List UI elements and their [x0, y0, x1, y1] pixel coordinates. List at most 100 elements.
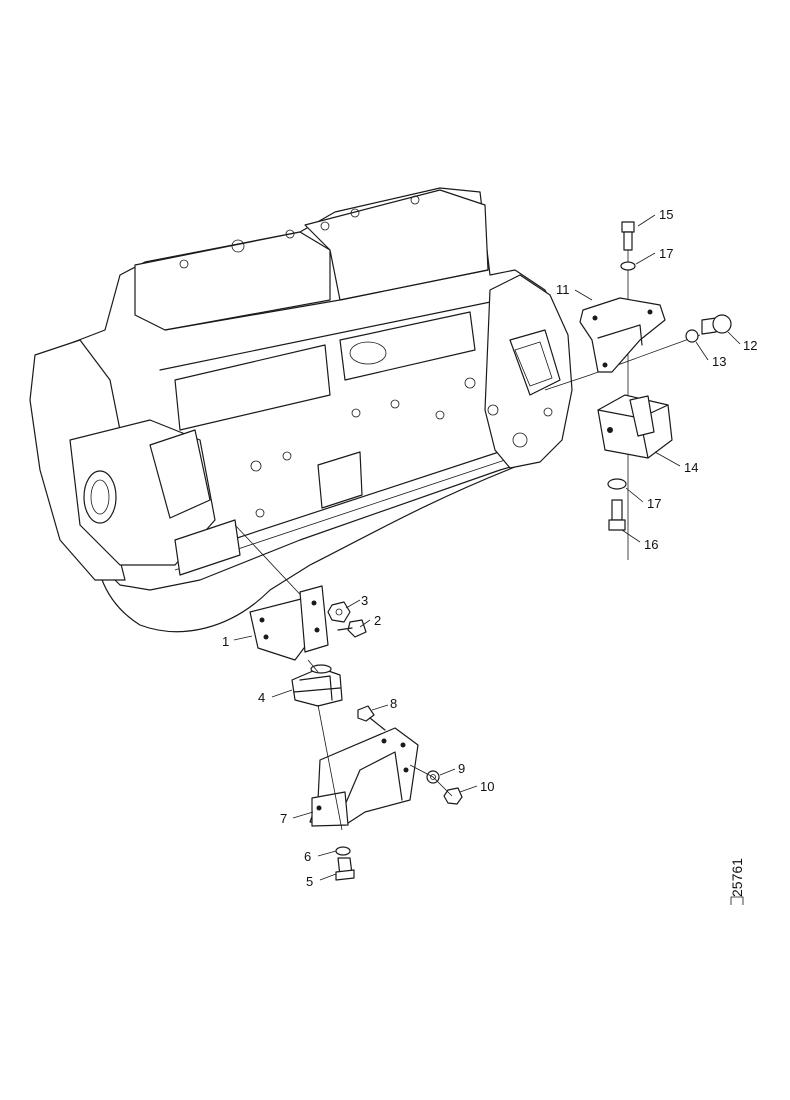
leader-11	[574, 289, 593, 301]
callout-17-upper: 17	[659, 246, 673, 261]
callout-1: 1	[222, 634, 229, 649]
callout-15: 15	[659, 207, 673, 222]
support-bracket-foot	[311, 791, 349, 827]
cover-bolt	[320, 221, 330, 231]
part-13-washer	[685, 329, 699, 343]
side-cover-plate	[339, 311, 476, 381]
rear-bracket-body	[579, 297, 666, 373]
block-hole	[250, 460, 262, 472]
bracket-hole	[311, 600, 317, 606]
bracket-hole	[263, 634, 269, 640]
part-2-bolt	[337, 619, 367, 638]
callout-16: 16	[644, 537, 658, 552]
callout-7: 7	[280, 811, 287, 826]
leader-8	[371, 704, 389, 711]
leader-2	[359, 619, 371, 628]
callout-5: 5	[306, 874, 313, 889]
bracket-hole	[314, 627, 320, 633]
part-16-bolt	[608, 499, 626, 531]
washer-ring	[685, 329, 699, 343]
bracket-hole	[316, 805, 322, 811]
bracket-hole	[592, 315, 598, 321]
callout-12: 12	[743, 338, 757, 353]
callout-14: 14	[684, 460, 698, 475]
part-5-bolt	[335, 857, 355, 881]
callout-11: 11	[556, 282, 570, 297]
alignment-line	[234, 524, 311, 606]
callout-leaders	[233, 214, 741, 881]
reference-number-block: 25761	[729, 858, 745, 905]
leader-12	[727, 331, 741, 345]
rubber-stud-top	[310, 664, 332, 674]
crankshaft-seal	[83, 470, 117, 524]
leader-5	[319, 873, 337, 881]
leader-10	[459, 785, 478, 793]
block-hole	[351, 408, 361, 418]
part-15-bolt	[621, 221, 635, 251]
part-17-upper-washer	[620, 261, 636, 271]
bolt-head	[608, 519, 626, 531]
flywheel-inspection-cover	[509, 329, 561, 396]
rubber-block-mid	[293, 687, 341, 693]
callout-8: 8	[390, 696, 397, 711]
cover-bolt	[231, 239, 245, 253]
callout-4: 4	[258, 690, 265, 705]
bracket-hole	[381, 738, 387, 744]
oil-filter-mount	[317, 451, 363, 509]
cover-bolt	[410, 195, 420, 205]
bolt-shank	[611, 499, 623, 521]
bracket-hole	[647, 309, 653, 315]
washer-ring	[607, 478, 627, 490]
washer-bore	[430, 774, 436, 780]
bracket-hole	[403, 767, 409, 773]
housing-bolt	[512, 432, 528, 448]
bolt-head	[712, 314, 732, 334]
bracket-web	[299, 585, 329, 653]
rear-rubber-core	[629, 395, 655, 437]
housing-bolt	[487, 404, 499, 416]
front-pulley-bracket	[174, 519, 241, 576]
bolt-head	[335, 869, 355, 881]
plate-boss	[349, 341, 387, 365]
part-12-bolt	[701, 314, 732, 335]
leader-17a	[635, 252, 656, 265]
cover-bolt	[285, 229, 295, 239]
alignment-line	[409, 764, 453, 797]
part-4-rubber-mount	[291, 664, 343, 707]
bracket-hole	[400, 742, 406, 748]
part-17-lower-washer	[607, 478, 627, 490]
alignment-line	[317, 704, 343, 831]
rear-rubber-body	[597, 394, 673, 459]
block-hole	[390, 399, 400, 409]
bracket-hole	[259, 617, 265, 623]
leader-14	[654, 451, 681, 467]
bracket-plate	[249, 597, 311, 661]
reference-bracket	[730, 896, 744, 905]
rubber-hole	[607, 427, 613, 433]
flywheel-inspection-cover-inner	[514, 341, 553, 387]
callout-6: 6	[304, 849, 311, 864]
bolt-head	[621, 221, 635, 233]
callout-9: 9	[458, 761, 465, 776]
callout-3: 3	[361, 593, 368, 608]
leader-15	[637, 214, 656, 227]
leader-17b	[625, 487, 644, 503]
rubber-block	[291, 667, 343, 707]
rubber-block-edge	[299, 675, 333, 701]
alignment-line	[544, 334, 701, 391]
nut-hex	[327, 601, 351, 623]
bolt-shank	[369, 717, 386, 731]
callout-13: 13	[712, 354, 726, 369]
callout-labels: 1 2 3 4 5 6 7 8 9 10 11 12 13 14 15 16 1…	[222, 207, 757, 889]
bracket-hole	[602, 362, 608, 368]
nut-bore	[335, 608, 343, 616]
leader-1	[233, 635, 253, 641]
cylinder-head-line	[164, 269, 489, 331]
leader-9	[439, 768, 456, 776]
valve-cover-front	[134, 231, 331, 331]
engine-block	[29, 187, 573, 633]
block-hole	[282, 451, 292, 461]
alignment-line	[307, 659, 319, 673]
callout-17-lower: 17	[647, 496, 661, 511]
